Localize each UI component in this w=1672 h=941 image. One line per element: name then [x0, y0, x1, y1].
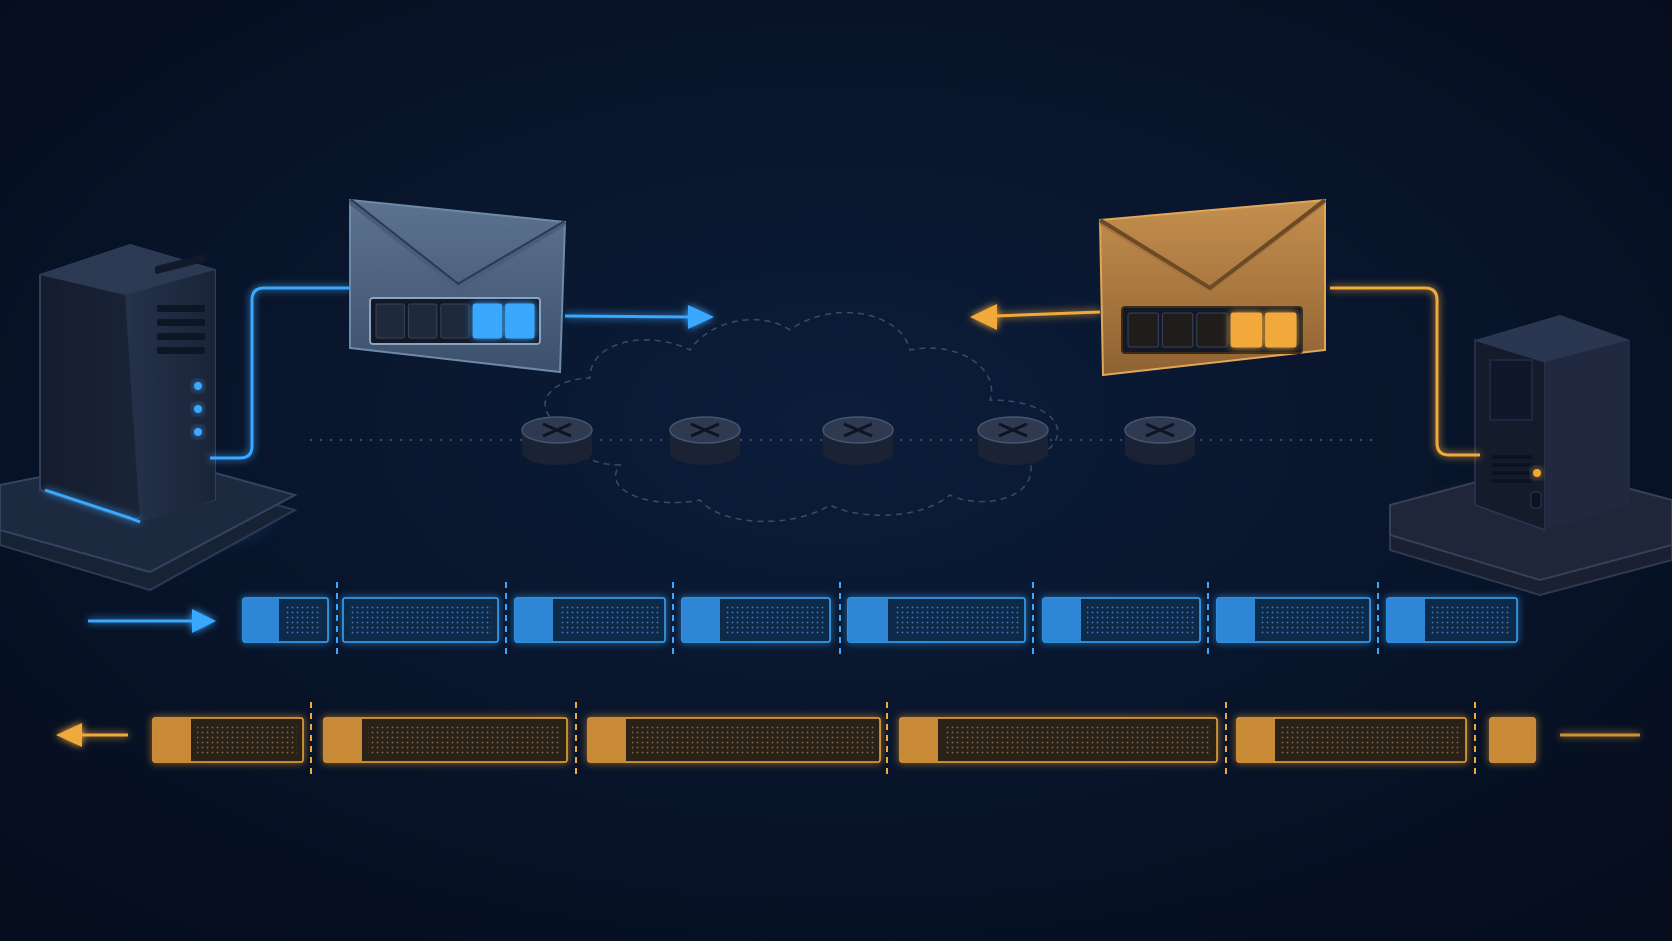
- indicator-cell: [1127, 312, 1159, 348]
- packet: [847, 597, 1026, 643]
- left-connector-line: [210, 286, 350, 460]
- packet: [1236, 717, 1467, 763]
- indicator-cell: [1265, 312, 1297, 348]
- packet: [514, 597, 666, 643]
- router-icon: [1124, 416, 1196, 465]
- packet: [323, 717, 568, 763]
- blue-stream-arrow: [88, 609, 216, 633]
- blue-packet-stream: [242, 582, 1518, 658]
- indicator-cell: [440, 303, 470, 339]
- router-icon: [669, 416, 741, 465]
- router-icon: [521, 416, 593, 465]
- packet: [899, 717, 1218, 763]
- left-server: [0, 243, 298, 592]
- router-icon: [977, 416, 1049, 465]
- packet: [342, 597, 499, 643]
- indicator-cell: [1196, 312, 1228, 348]
- orange-stream-arrow: [56, 723, 1640, 747]
- right-envelope: [1098, 198, 1327, 377]
- packet: [1386, 597, 1518, 643]
- packet: [587, 717, 881, 763]
- cloud-icon: [544, 311, 1059, 523]
- router-group: [521, 416, 1196, 465]
- packet: [681, 597, 831, 643]
- right-envelope-indicator: [1121, 306, 1303, 354]
- packet: [1042, 597, 1201, 643]
- packet: [242, 597, 329, 643]
- packet: [1216, 597, 1371, 643]
- right-server: [1389, 315, 1672, 597]
- packet: [1489, 717, 1536, 763]
- orange-packet-stream: [152, 702, 1536, 778]
- indicator-cell: [1161, 312, 1194, 348]
- receive-arrow: [970, 304, 1101, 330]
- indicator-cell: [1230, 312, 1263, 348]
- indicator-cell: [407, 303, 438, 339]
- left-envelope: [348, 198, 567, 374]
- router-icon: [822, 416, 894, 465]
- left-envelope-indicator: [369, 297, 541, 345]
- packet: [152, 717, 304, 763]
- right-connector-line: [1330, 286, 1480, 457]
- indicator-cell: [375, 303, 405, 339]
- indicator-cell: [472, 303, 503, 339]
- send-arrow: [564, 305, 714, 329]
- indicator-cell: [505, 303, 535, 339]
